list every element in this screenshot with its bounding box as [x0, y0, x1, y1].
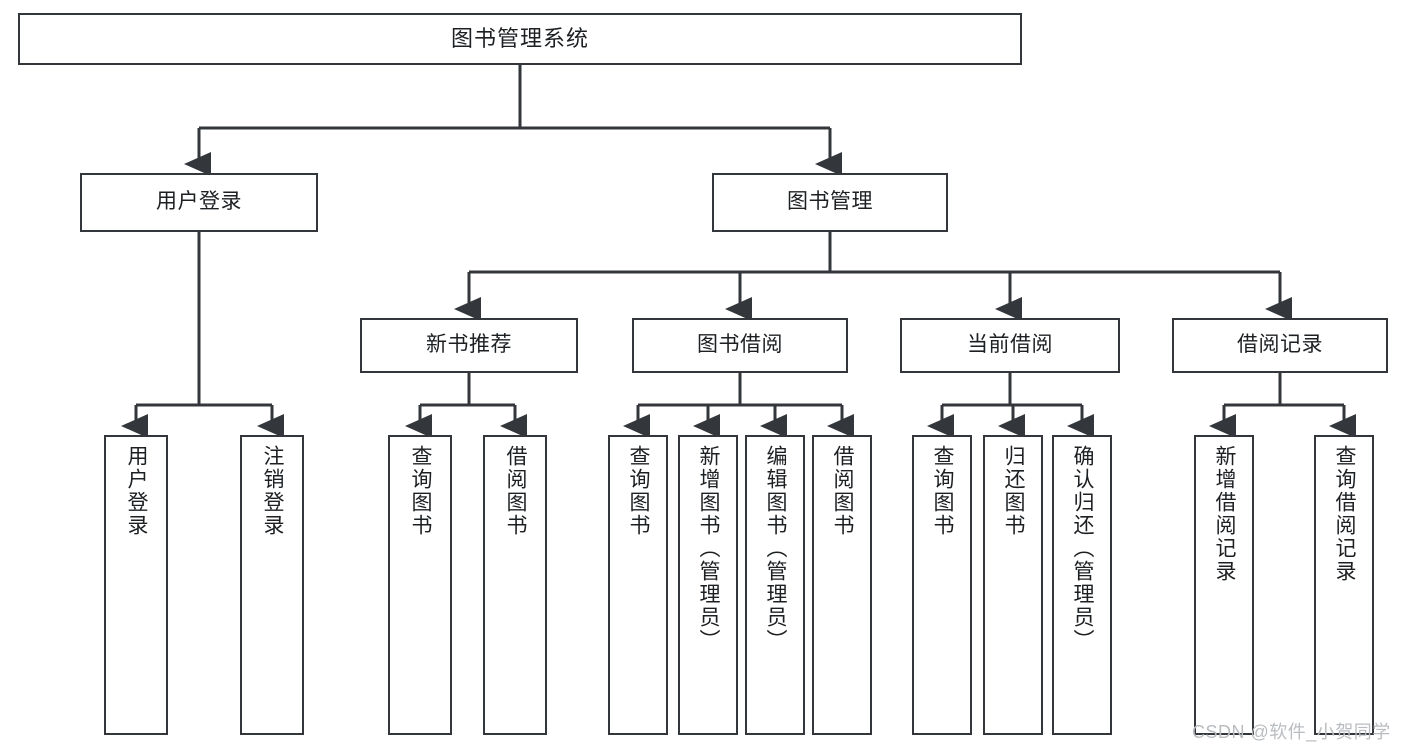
node-label-leaf-bor-query: 查询图书: [627, 445, 651, 537]
node-leaf-bor-lend[interactable]: 借阅图书: [812, 435, 872, 735]
node-leaf-rec-query[interactable]: 查询图书: [388, 435, 452, 735]
node-leaf-rec-query2[interactable]: 查询借阅记录: [1314, 435, 1374, 735]
node-book-borrow[interactable]: 图书借阅: [632, 318, 848, 373]
node-label-leaf-rec-add: 新增借阅记录: [1213, 445, 1237, 583]
node-leaf-bor-query[interactable]: 查询图书: [608, 435, 668, 735]
node-leaf-bor-edit[interactable]: 编辑图书（管理员）: [745, 435, 805, 735]
node-label-leaf-bor-add: 新增图书（管理员）: [697, 445, 721, 652]
node-label-leaf-rec-borrow: 借阅图书: [504, 445, 528, 537]
node-leaf-rec-borrow[interactable]: 借阅图书: [483, 435, 547, 735]
node-leaf-cur-confirm[interactable]: 确认归还（管理员）: [1052, 435, 1112, 735]
node-leaf-cur-return[interactable]: 归还图书: [983, 435, 1043, 735]
node-label-leaf-rec-query2: 查询借阅记录: [1333, 445, 1357, 583]
node-label-leaf-cur-return: 归还图书: [1002, 445, 1026, 537]
node-label-current-borrow: 当前借阅: [967, 333, 1053, 357]
node-leaf-user-login[interactable]: 用户登录: [104, 435, 168, 735]
node-root[interactable]: 图书管理系统: [18, 13, 1022, 65]
node-label-leaf-cur-confirm: 确认归还（管理员）: [1071, 445, 1095, 652]
node-leaf-cur-query[interactable]: 查询图书: [912, 435, 972, 735]
node-label-leaf-rec-query: 查询图书: [409, 445, 433, 537]
node-label-leaf-bor-edit: 编辑图书（管理员）: [764, 445, 788, 652]
node-leaf-bor-add[interactable]: 新增图书（管理员）: [678, 435, 738, 735]
node-current-borrow[interactable]: 当前借阅: [900, 318, 1120, 373]
node-label-root: 图书管理系统: [450, 26, 589, 52]
node-label-borrow-record: 借阅记录: [1237, 333, 1323, 357]
node-user-login[interactable]: 用户登录: [80, 173, 318, 232]
node-label-leaf-user-logout: 注销登录: [261, 445, 285, 537]
node-label-new-book-rec: 新书推荐: [426, 333, 512, 357]
node-label-book-borrow: 图书借阅: [697, 333, 783, 357]
node-book-manage[interactable]: 图书管理: [712, 173, 948, 232]
node-label-leaf-bor-lend: 借阅图书: [831, 445, 855, 537]
node-label-user-login: 用户登录: [156, 190, 242, 214]
node-leaf-rec-add[interactable]: 新增借阅记录: [1194, 435, 1254, 735]
node-new-book-rec[interactable]: 新书推荐: [360, 318, 578, 373]
node-leaf-user-logout[interactable]: 注销登录: [240, 435, 304, 735]
node-borrow-record[interactable]: 借阅记录: [1172, 318, 1388, 373]
node-label-leaf-cur-query: 查询图书: [931, 445, 955, 537]
node-label-book-manage: 图书管理: [787, 190, 873, 214]
csdn-watermark: CSDN @软件_小贺同学: [1192, 722, 1391, 742]
node-label-leaf-user-login: 用户登录: [125, 445, 149, 537]
